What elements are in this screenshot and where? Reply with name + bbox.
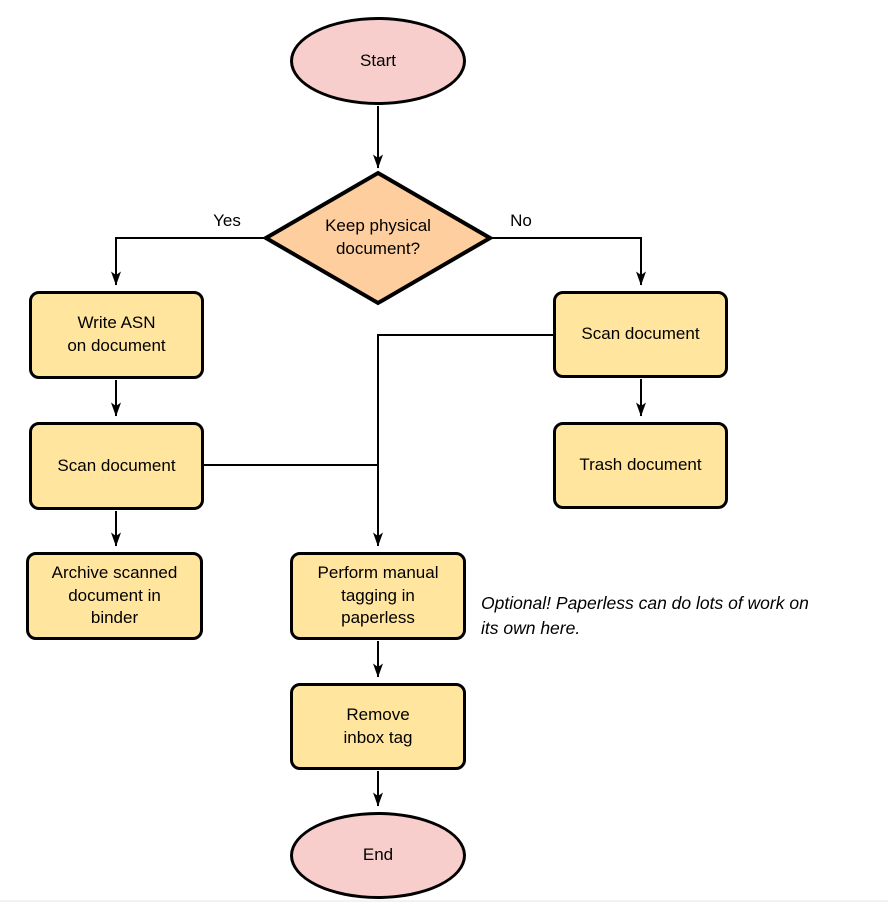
node-start: Start <box>290 17 466 105</box>
edge-decision-no-to-scan-right <box>491 237 646 286</box>
node-scan-right-label: Scan document <box>581 324 700 344</box>
node-end-label: End <box>362 845 394 865</box>
optional-note: Optional! Paperless can do lots of work … <box>481 593 809 638</box>
node-write-asn-on-document: Write ASN on document <box>29 291 204 379</box>
node-decision-keep-physical: Keep physical document? <box>263 170 493 306</box>
node-archive-scanned-document: Archive scanned document in binder <box>26 552 203 640</box>
node-scan-document-right: Scan document <box>553 291 728 378</box>
edge-label-yes: Yes <box>213 211 241 230</box>
node-start-label: Start <box>360 50 396 70</box>
node-archive-label: Archive scanned document in binder <box>51 562 178 628</box>
edge-scan-right-to-tagging <box>373 334 553 547</box>
node-perform-manual-tagging: Perform manual tagging in paperless <box>290 552 466 640</box>
edge-decision-yes-to-write-asn <box>111 237 265 286</box>
node-remove-inbox-label: Remove inbox tag <box>343 704 413 747</box>
node-decision-label: Keep physical document? <box>325 216 431 258</box>
node-trash-document: Trash document <box>553 422 728 509</box>
node-trash-label: Trash document <box>579 455 702 475</box>
node-remove-inbox-tag: Remove inbox tag <box>290 683 466 770</box>
node-write-asn-label: Write ASN on document <box>67 313 166 355</box>
node-scan-document-left: Scan document <box>29 422 204 510</box>
edge-label-no: No <box>510 211 532 230</box>
node-tagging-label: Perform manual tagging in paperless <box>317 562 439 628</box>
bottom-separator-line <box>0 900 888 902</box>
node-scan-left-label: Scan document <box>57 455 176 475</box>
decision-diamond-shape <box>263 170 493 306</box>
node-end: End <box>290 812 466 899</box>
